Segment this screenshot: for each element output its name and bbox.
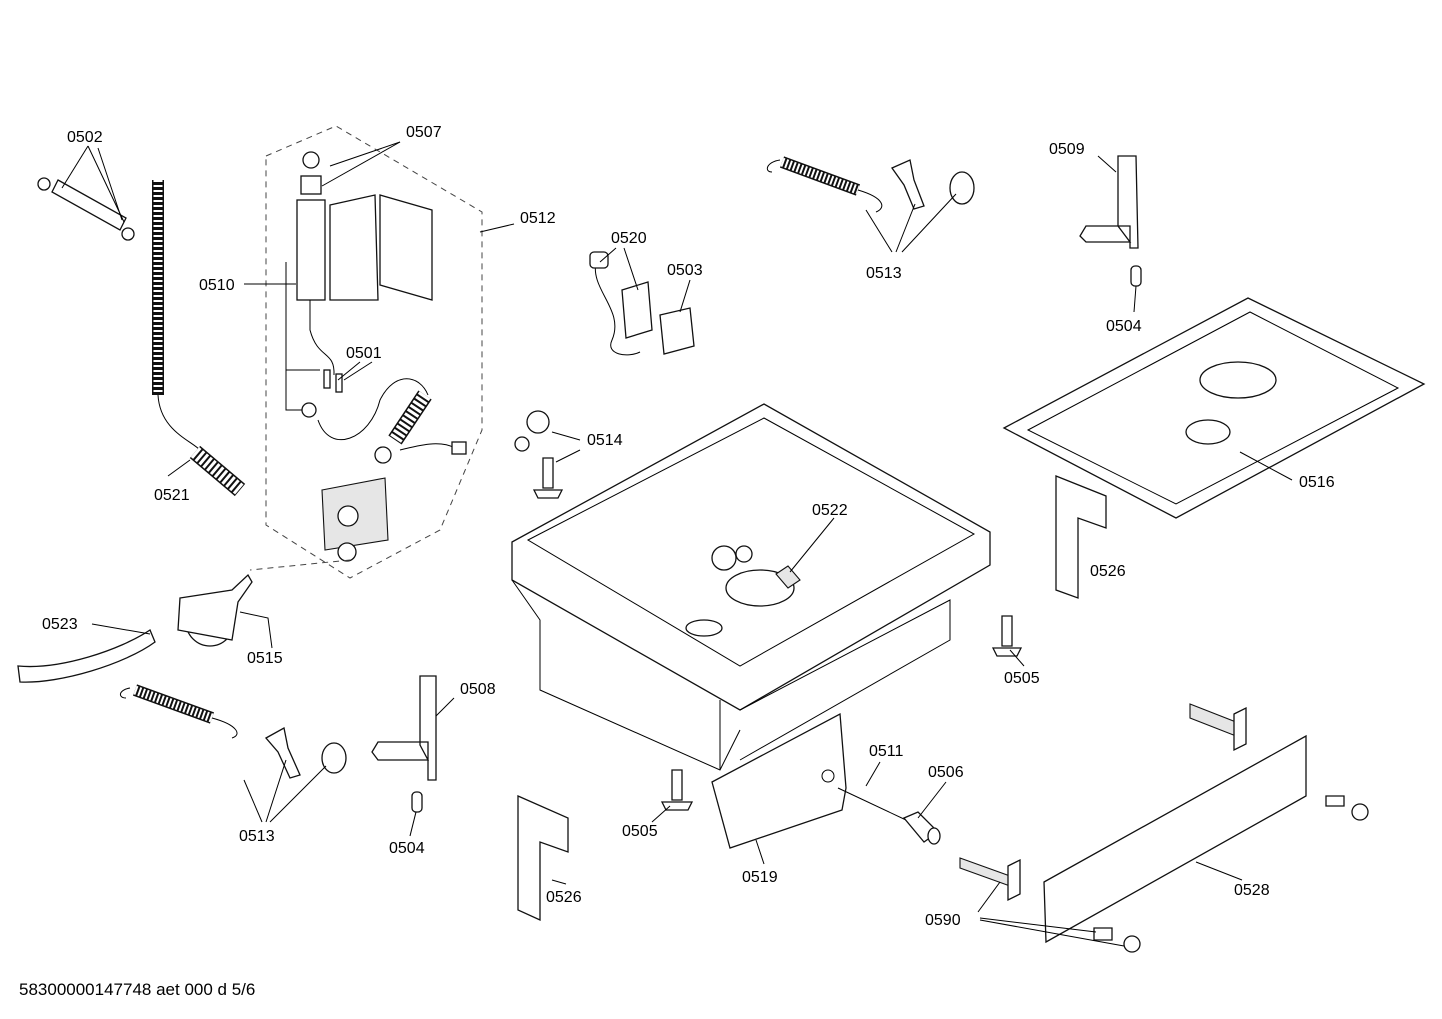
assembly-group-outline <box>265 125 483 579</box>
part-sump-housing <box>249 477 389 571</box>
part-0508-bracket-left <box>371 675 437 813</box>
part-0503-connector <box>659 307 695 355</box>
callout-0513-top: 0513 <box>866 265 902 282</box>
callout-0504-top: 0504 <box>1106 318 1142 335</box>
callout-0507: 0507 <box>406 124 442 141</box>
part-0519-front-panel <box>711 712 847 849</box>
callout-0504-bottom: 0504 <box>389 840 425 857</box>
callout-0519: 0519 <box>742 869 778 886</box>
callout-0520: 0520 <box>611 230 647 247</box>
callout-0590: 0590 <box>925 912 961 929</box>
part-0523-hose <box>17 629 156 683</box>
callout-0522: 0522 <box>812 502 848 519</box>
callout-0515: 0515 <box>247 650 283 667</box>
callout-0510: 0510 <box>199 277 235 294</box>
part-0520-cable <box>589 251 653 356</box>
callout-0503: 0503 <box>667 262 703 279</box>
document-id-footer: 58300000147748 aet 000 d 5/6 <box>19 980 256 999</box>
part-0514-fittings <box>514 410 564 499</box>
part-0502-hose-clamps <box>37 177 135 241</box>
part-0513-spring-set-top <box>766 156 975 213</box>
callout-0516: 0516 <box>1299 474 1335 491</box>
part-base-tub <box>511 403 991 771</box>
part-0515-drain-pump <box>177 573 253 647</box>
part-0590-rail-set <box>959 857 1141 953</box>
part-0511-wire <box>837 787 907 821</box>
part-0526-l-bracket-left <box>517 795 569 922</box>
callout-0513-bottom: 0513 <box>239 828 275 845</box>
part-inlet-hose-sensor <box>317 378 467 464</box>
callout-0528: 0528 <box>1234 882 1270 899</box>
part-0509-bracket-right <box>1079 155 1142 287</box>
callout-0506: 0506 <box>928 764 964 781</box>
callout-0526-left: 0526 <box>546 889 582 906</box>
part-0526-l-bracket-right <box>1055 475 1107 599</box>
callout-0505-right: 0505 <box>1004 670 1040 687</box>
part-0513-spring-set-left <box>120 684 347 779</box>
callout-0505-left: 0505 <box>622 823 658 840</box>
part-0506-adjustable-foot <box>902 811 941 845</box>
part-0510-valve-assembly <box>296 151 433 418</box>
part-0505-screw-right <box>991 615 1023 657</box>
callout-0501: 0501 <box>346 345 382 362</box>
leader-lines <box>61 141 1293 947</box>
callout-0523: 0523 <box>42 616 78 633</box>
callout-0512: 0512 <box>520 210 556 227</box>
callout-0508: 0508 <box>460 681 496 698</box>
callout-0509: 0509 <box>1049 141 1085 158</box>
callout-0502: 0502 <box>67 129 103 146</box>
part-0521-drain-hose <box>152 180 246 497</box>
callout-0526-right: 0526 <box>1090 563 1126 580</box>
callout-0521: 0521 <box>154 487 190 504</box>
part-0516-worktop-panel <box>1002 297 1426 519</box>
callout-0514: 0514 <box>587 432 623 449</box>
part-0528-plinth-board <box>1043 703 1369 944</box>
callout-0511: 0511 <box>869 743 904 760</box>
part-0505-screw-left <box>660 769 694 811</box>
